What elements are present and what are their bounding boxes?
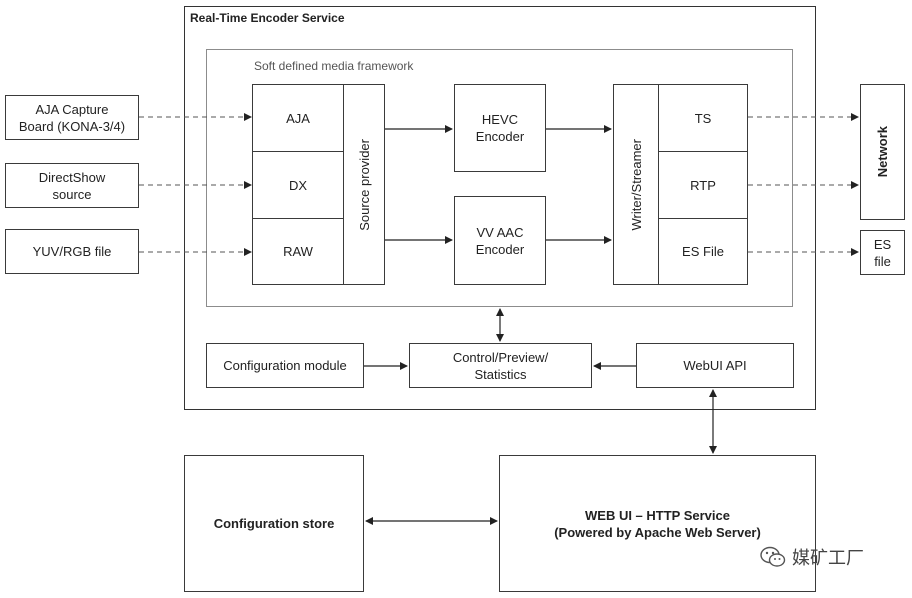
control-preview-statistics: Control/Preview/Statistics	[409, 343, 592, 388]
configuration-store: Configuration store	[184, 455, 364, 592]
source-aja: AJA	[252, 84, 344, 152]
source-raw: RAW	[252, 218, 344, 285]
yuv-rgb-file: YUV/RGB file	[5, 229, 139, 274]
web-ui-http-service: WEB UI – HTTP Service(Powered by Apache …	[499, 455, 816, 592]
wechat-icon	[760, 546, 786, 567]
source-dx: DX	[252, 151, 344, 219]
source-provider: Source provider	[343, 84, 385, 285]
webui-api: WebUI API	[636, 343, 794, 388]
writer-es-file: ES File	[658, 218, 748, 285]
writer-rtp: RTP	[658, 151, 748, 219]
framework-label: Soft defined media framework	[254, 59, 414, 73]
watermark: 媒矿工厂	[760, 544, 864, 570]
configuration-module: Configuration module	[206, 343, 364, 388]
network-output: Network	[860, 84, 905, 220]
service-title: Real-Time Encoder Service	[190, 11, 345, 25]
watermark-text: 媒矿工厂	[792, 548, 864, 568]
